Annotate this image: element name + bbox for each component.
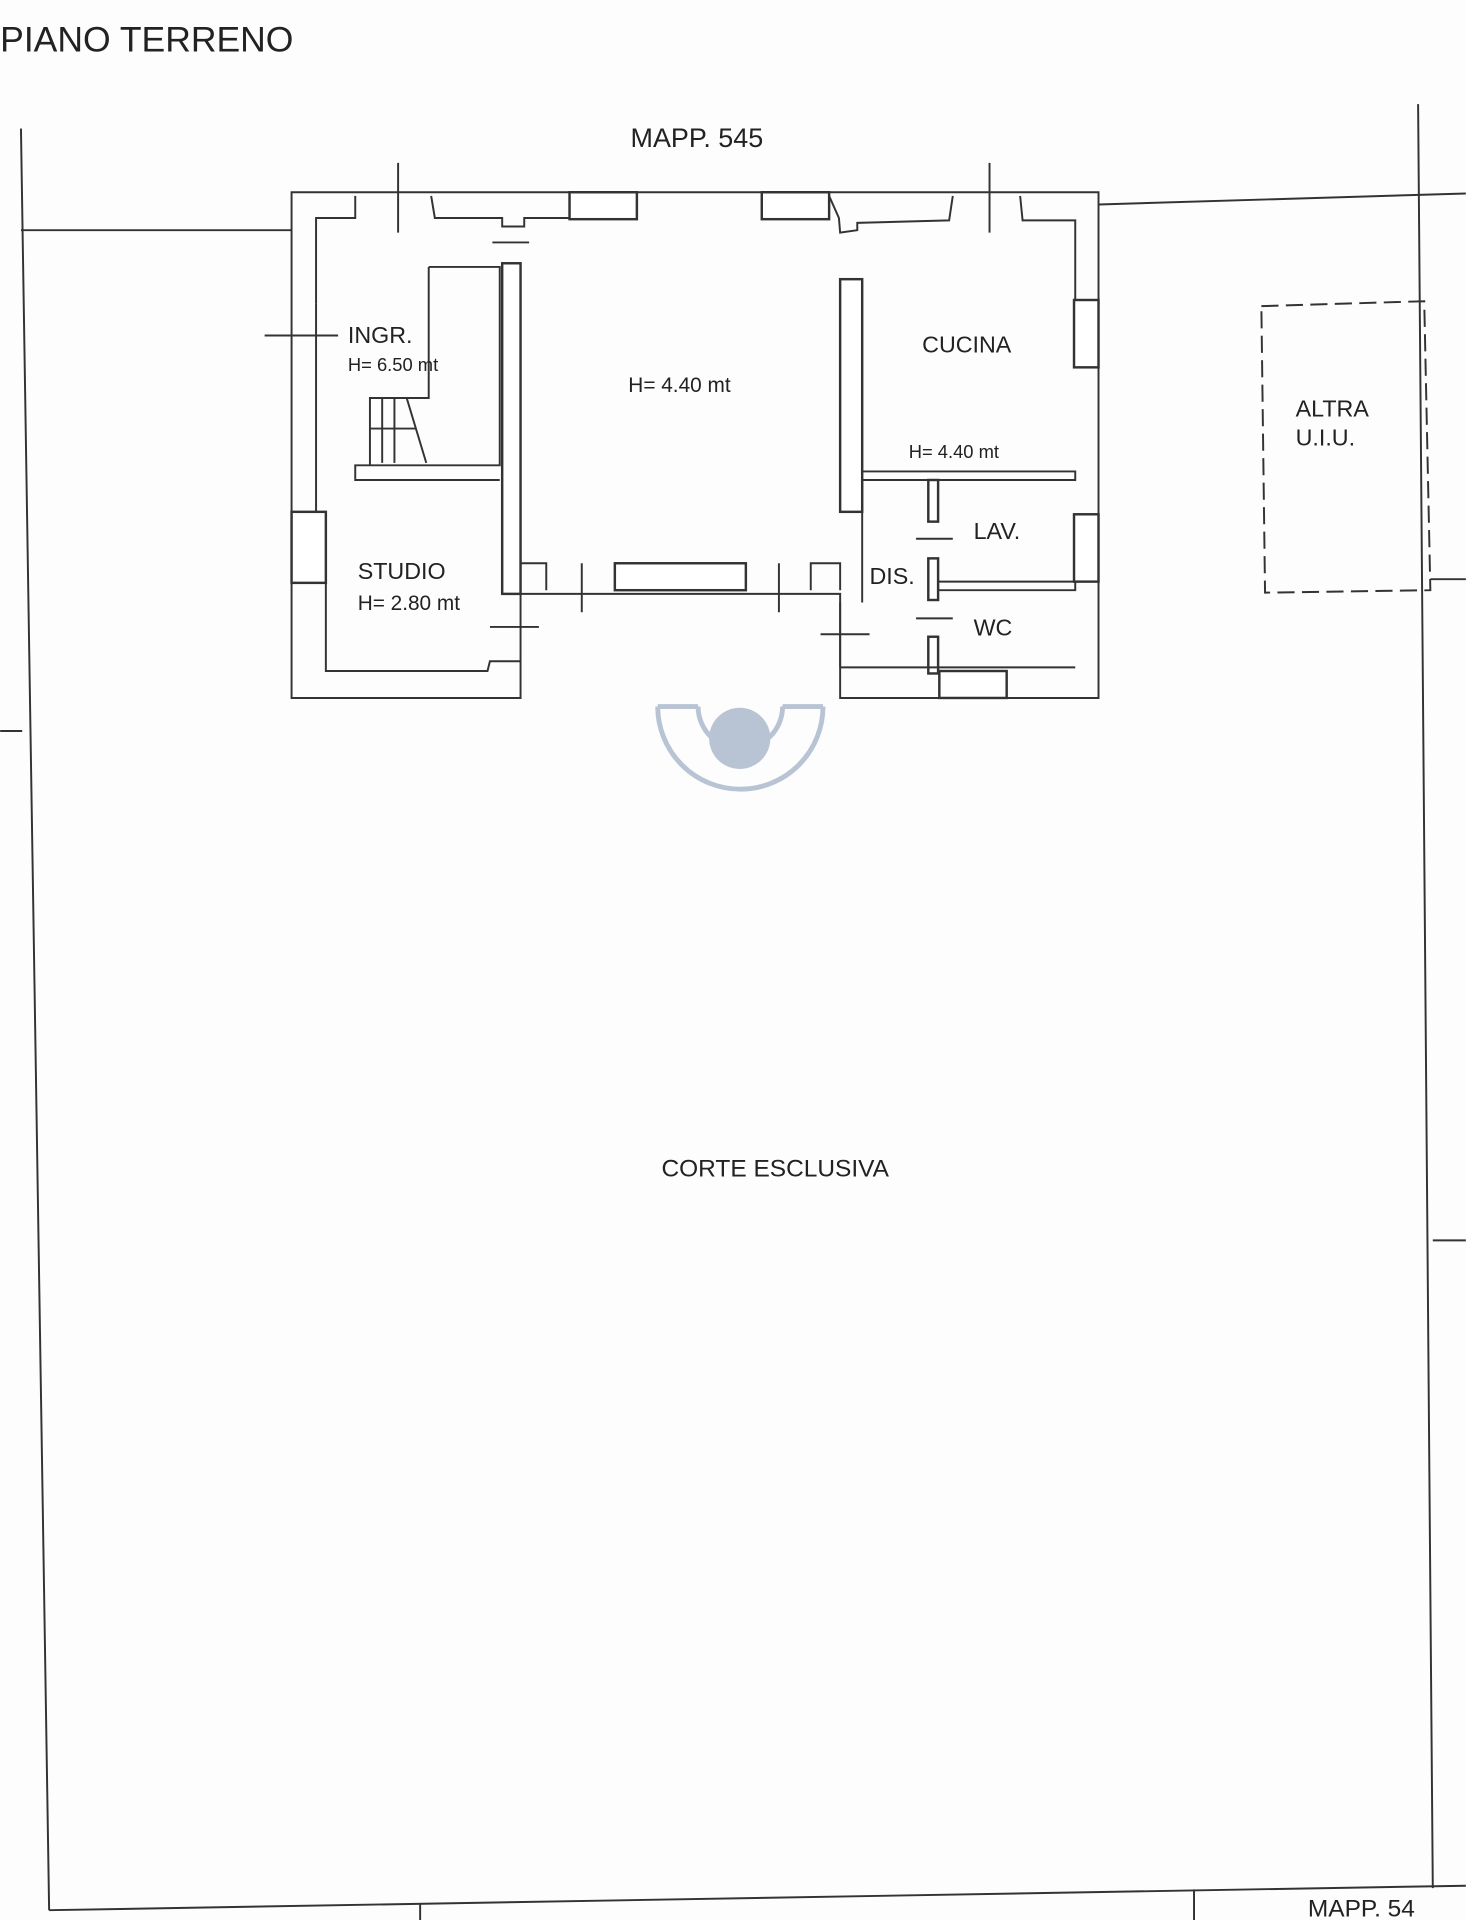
room-label-studio: STUDIO — [358, 558, 446, 584]
room-label-cucina: CUCINA — [922, 332, 1012, 358]
room-label-wc: WC — [974, 615, 1013, 641]
room-height-soggiorno: H= 4.40 mt — [628, 374, 731, 397]
room-height-cucina: H= 4.40 mt — [909, 441, 999, 462]
north-parcel-label: MAPP. 545 — [631, 123, 764, 153]
room-height-studio: H= 2.80 mt — [358, 592, 461, 615]
south-parcel-label: MAPP. 54 — [1308, 1895, 1415, 1920]
room-label-dis: DIS. — [870, 563, 915, 589]
other-unit-label: ALTRA — [1296, 395, 1370, 421]
agency-logo-icon — [655, 704, 826, 792]
room-label-ingresso: INGR. — [348, 322, 413, 348]
room-height-ingresso: H= 6.50 mt — [348, 354, 438, 375]
building — [264, 191, 1100, 700]
other-unit: ALTRA U.I.U. — [1260, 300, 1432, 594]
room-label-lav: LAV. — [974, 518, 1021, 544]
plan-title: PIANO TERRENO — [0, 19, 293, 59]
courtyard-label: CORTE ESCLUSIVA — [661, 1156, 889, 1183]
lot-boundary — [0, 104, 1466, 1920]
other-unit-label-2: U.I.U. — [1296, 425, 1355, 451]
